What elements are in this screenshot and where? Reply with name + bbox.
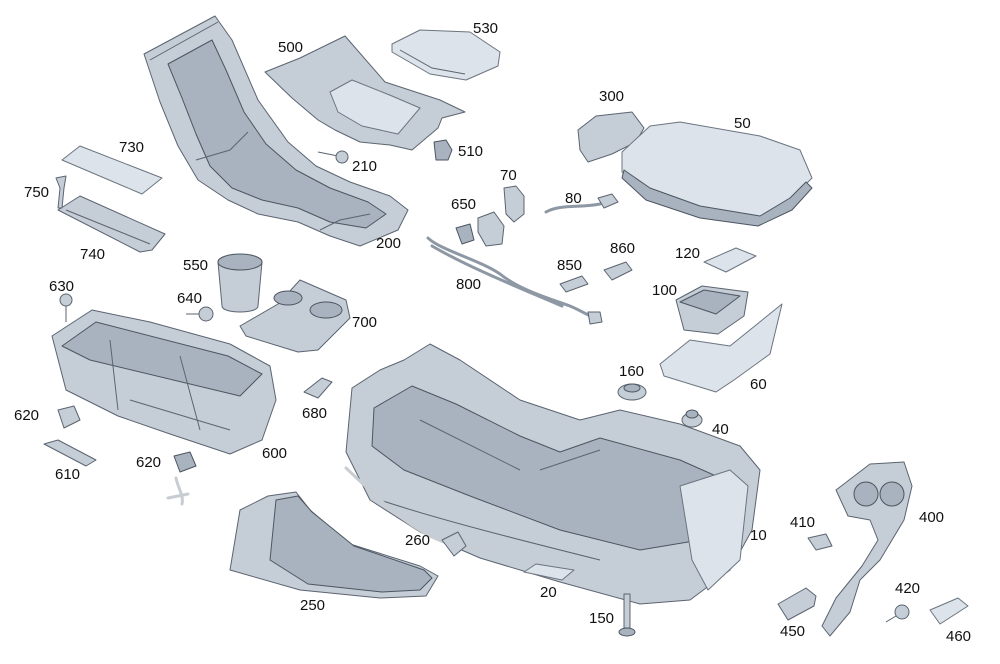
label-700: 700: [352, 314, 377, 331]
part-620-switch-lower: [166, 451, 197, 506]
label-10: 10: [750, 527, 767, 544]
part-740-tray-insert: [57, 195, 166, 253]
part-150-bolt: [618, 593, 636, 637]
part-860-connector: [603, 261, 633, 281]
part-600-control-unit: [51, 309, 277, 455]
part-530-lid: [391, 29, 501, 81]
label-530: 530: [473, 20, 498, 37]
label-740: 740: [80, 246, 105, 263]
label-300: 300: [599, 88, 624, 105]
label-630: 630: [49, 278, 74, 295]
label-80: 80: [565, 190, 582, 207]
part-80-cable: [544, 193, 619, 214]
part-40-cap: [681, 409, 703, 428]
part-680-pad: [303, 377, 333, 399]
label-680: 680: [302, 405, 327, 422]
label-100: 100: [652, 282, 677, 299]
label-610: 610: [55, 466, 80, 483]
part-260-light: [344, 466, 488, 557]
part-410-switch: [807, 533, 833, 551]
label-160: 160: [619, 363, 644, 380]
label-250: 250: [300, 597, 325, 614]
label-70: 70: [500, 167, 517, 184]
part-200-center-frame: [143, 15, 409, 247]
part-610-bracket: [43, 439, 97, 467]
part-20-pad: [523, 563, 575, 581]
label-850: 850: [557, 257, 582, 274]
part-700-cupholder-insert: [239, 279, 351, 353]
label-120: 120: [675, 245, 700, 262]
part-850-connector: [559, 275, 589, 293]
label-510: 510: [458, 143, 483, 160]
part-210-screw: [317, 150, 349, 164]
part-630-screw: [59, 293, 73, 322]
part-160-grommet: [617, 383, 647, 401]
label-400: 400: [919, 509, 944, 526]
part-10-center-console: [345, 343, 761, 605]
part-750-clip: [55, 175, 67, 209]
label-420: 420: [895, 580, 920, 597]
part-120-plate: [703, 247, 757, 273]
part-620-switch-upper: [57, 405, 81, 429]
part-460-cover: [929, 597, 969, 625]
label-410: 410: [790, 514, 815, 531]
callout-labels: 530 500 300 50 730 210 510 750 70 80 650…: [14, 20, 971, 645]
label-450: 450: [780, 623, 805, 640]
label-550: 550: [183, 257, 208, 274]
label-650: 650: [451, 196, 476, 213]
part-60-storage-panel: [659, 303, 783, 393]
part-400-trim-panel: [821, 461, 913, 637]
part-50-armrest: [621, 121, 813, 227]
label-20: 20: [540, 584, 557, 601]
label-620-lower: 620: [136, 454, 161, 471]
part-100-bin: [675, 285, 749, 335]
label-150: 150: [589, 610, 614, 627]
label-260: 260: [405, 532, 430, 549]
part-500-trim-frame: [264, 35, 466, 151]
label-500: 500: [278, 39, 303, 56]
part-650-module: [455, 211, 505, 247]
label-800: 800: [456, 276, 481, 293]
part-70-switch: [503, 185, 525, 223]
label-40: 40: [712, 421, 729, 438]
label-200: 200: [376, 235, 401, 252]
label-460: 460: [946, 628, 971, 645]
label-620-upper: 620: [14, 407, 39, 424]
part-510-clip: [433, 139, 453, 161]
label-50: 50: [734, 115, 751, 132]
part-250-side-panel: [229, 491, 439, 599]
part-800-harness: [426, 236, 603, 325]
part-420-screw: [885, 604, 910, 623]
label-860: 860: [610, 240, 635, 257]
part-450-switch-panel: [777, 587, 817, 621]
label-640: 640: [177, 290, 202, 307]
label-600: 600: [262, 445, 287, 462]
part-640-screw: [186, 306, 214, 322]
part-730-mat: [61, 145, 163, 195]
part-550-cup-holder: [217, 253, 263, 313]
label-750: 750: [24, 184, 49, 201]
label-730: 730: [119, 139, 144, 156]
label-210: 210: [352, 158, 377, 175]
label-60: 60: [750, 376, 767, 393]
